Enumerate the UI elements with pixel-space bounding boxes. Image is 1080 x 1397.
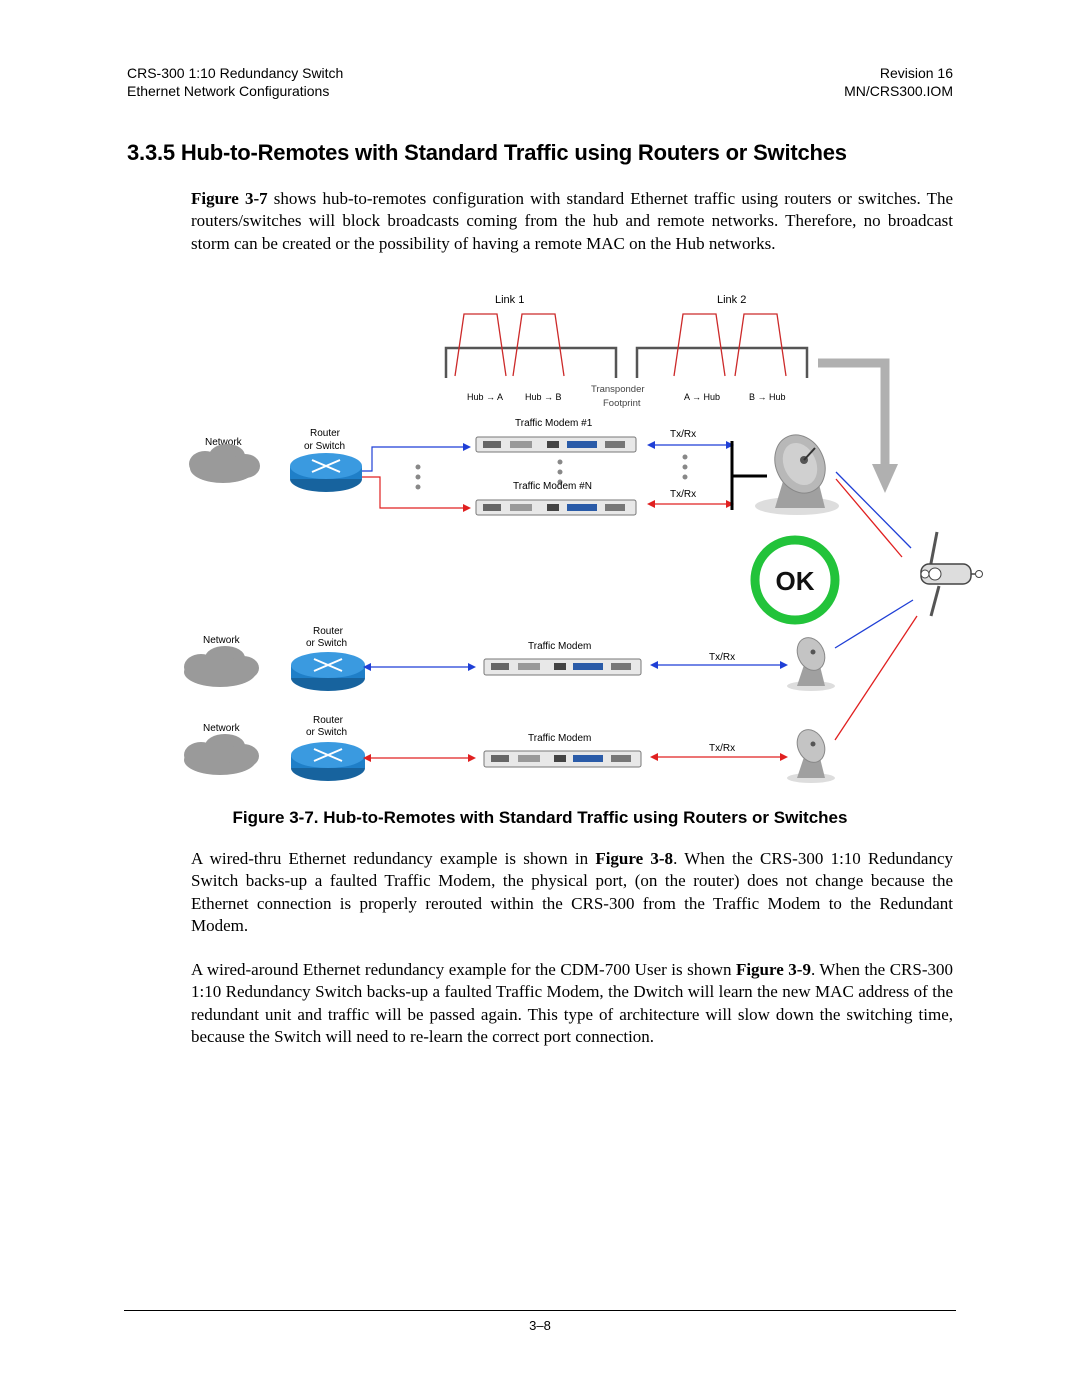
paragraph-wired-thru: A wired-thru Ethernet redundancy example… — [191, 848, 953, 938]
header-doc-number: MN/CRS300.IOM — [844, 83, 953, 99]
footprint-label: Footprint — [603, 398, 641, 409]
remote2-router-label-2: or Switch — [306, 727, 347, 738]
modem1-link-arrow-left — [647, 441, 655, 449]
header-revision: Revision 16 — [879, 65, 953, 81]
remote2-lan-arrow-right — [468, 754, 476, 762]
hub-network-label: Network — [205, 437, 243, 448]
remote1-lan-arrow-right — [468, 663, 476, 671]
carrier-a-hub-label: A → Hub — [684, 392, 720, 402]
hub-satellite-dish-icon — [755, 434, 839, 515]
page-number: 3–8 — [529, 1318, 551, 1333]
remote2-traffic-modem — [483, 750, 642, 768]
remote2-txrx-arrow-right — [780, 753, 788, 761]
footer-divider — [124, 1310, 956, 1311]
link1-label: Link 1 — [495, 294, 524, 306]
carrier-b-hub-label: B → Hub — [749, 392, 786, 402]
remote1-traffic-modem — [483, 658, 642, 676]
remote1-uplink — [834, 599, 914, 649]
remote1-router-icon — [291, 652, 365, 691]
remote1-txrx-arrow-right — [780, 661, 788, 669]
remote2-satellite-dish-icon — [787, 729, 835, 783]
figure-reference[interactable]: Figure 3-7 — [191, 189, 268, 208]
page-header-left: CRS-300 1:10 Redundancy Switch Ethernet … — [127, 64, 343, 100]
remote2-uplink — [834, 615, 918, 741]
ok-label: OK — [776, 566, 815, 596]
paragraph-wired-around: A wired-around Ethernet redundancy examp… — [191, 959, 953, 1049]
remote1-satellite-dish-icon — [787, 637, 835, 691]
hub-dish-bus — [730, 441, 767, 510]
remote1-lan-arrow-left — [363, 663, 371, 671]
modem1-link-arrow-right — [726, 441, 734, 449]
modemN-label: Traffic Modem #N — [513, 481, 592, 492]
remote2-router-label-1: Router — [313, 715, 344, 726]
satellite-icon — [920, 531, 983, 617]
hub-uplink-red — [835, 478, 903, 558]
remote2-network-label: Network — [203, 723, 241, 734]
remote1-modem-label: Traffic Modem — [528, 641, 591, 652]
figure-reference[interactable]: Figure 3-8 — [595, 849, 674, 868]
remote1-txrx-arrow-left — [650, 661, 658, 669]
remote1-network-label: Network — [203, 635, 241, 646]
transponder-label: Transponder — [591, 384, 645, 395]
hub-uplink-blue — [835, 471, 912, 549]
hub-blue-arrowhead — [463, 443, 471, 451]
page-header-right: Revision 16 MN/CRS300.IOM — [844, 64, 953, 100]
transponder-bracket-2 — [635, 346, 809, 378]
network-diagram: Link 1 Link 2 Hub → A Hub → B Transponde… — [175, 286, 995, 796]
hub-red-link — [362, 476, 468, 509]
header-chapter: Ethernet Network Configurations — [127, 83, 330, 99]
transponder-bracket-1 — [444, 346, 618, 378]
remote1-network-cloud-icon — [184, 646, 259, 687]
remote2-router-icon — [291, 742, 365, 781]
traffic-modem-n — [475, 499, 637, 516]
hub-router-label-2: or Switch — [304, 441, 345, 452]
modemN-link-arrow-left — [647, 500, 655, 508]
traffic-modem-1 — [475, 436, 637, 453]
paragraph-text: A wired-thru Ethernet redundancy example… — [191, 849, 596, 868]
figure-reference[interactable]: Figure 3-9 — [735, 960, 811, 979]
grey-arrow — [818, 358, 898, 493]
figure-caption: Figure 3-7. Hub-to-Remotes with Standard… — [232, 808, 848, 827]
modem1-label: Traffic Modem #1 — [515, 418, 593, 429]
carrier-hub-a-label: Hub → A — [467, 392, 503, 402]
hub-network-cloud-icon — [189, 444, 260, 483]
paragraph-text: . When the CRS-300 1:10 Redundancy Switc… — [191, 960, 953, 1047]
carrier-shapes — [454, 313, 787, 377]
remote2-modem-label: Traffic Modem — [528, 733, 591, 744]
paragraph-text: shows hub-to-remotes configuration with … — [191, 189, 953, 253]
paragraph-text: A wired-around Ethernet redundancy examp… — [191, 960, 736, 979]
remote2-txrx-arrow-left — [650, 753, 658, 761]
modemN-link-arrow-right — [726, 500, 734, 508]
remote1-router-label-2: or Switch — [306, 638, 347, 649]
remote2-lan-arrow-left — [363, 754, 371, 762]
carrier-hub-b-label: Hub → B — [525, 392, 562, 402]
hub-router-icon — [290, 453, 362, 492]
link2-label: Link 2 — [717, 294, 746, 306]
paragraph-text: . When the CRS-300 1:10 Redundancy Switc… — [191, 849, 953, 936]
hub-router-label-1: Router — [310, 428, 341, 439]
hub-red-arrowhead — [463, 504, 471, 512]
hub-txrx-n-label: Tx/Rx — [670, 489, 696, 500]
ellipsis-dots — [415, 454, 688, 490]
ok-status-badge: OK — [750, 535, 840, 625]
remote1-txrx-label: Tx/Rx — [709, 652, 735, 663]
section-title: 3.3.5 Hub-to-Remotes with Standard Traff… — [127, 140, 847, 165]
remote1-router-label-1: Router — [313, 626, 344, 637]
remote2-network-cloud-icon — [184, 734, 259, 775]
header-doc-title: CRS-300 1:10 Redundancy Switch — [127, 65, 344, 81]
remote2-txrx-label: Tx/Rx — [709, 743, 735, 754]
hub-txrx-1-label: Tx/Rx — [670, 429, 696, 440]
hub-blue-link — [362, 446, 468, 472]
paragraph-intro: Figure 3-7 shows hub-to-remotes configur… — [191, 188, 953, 255]
